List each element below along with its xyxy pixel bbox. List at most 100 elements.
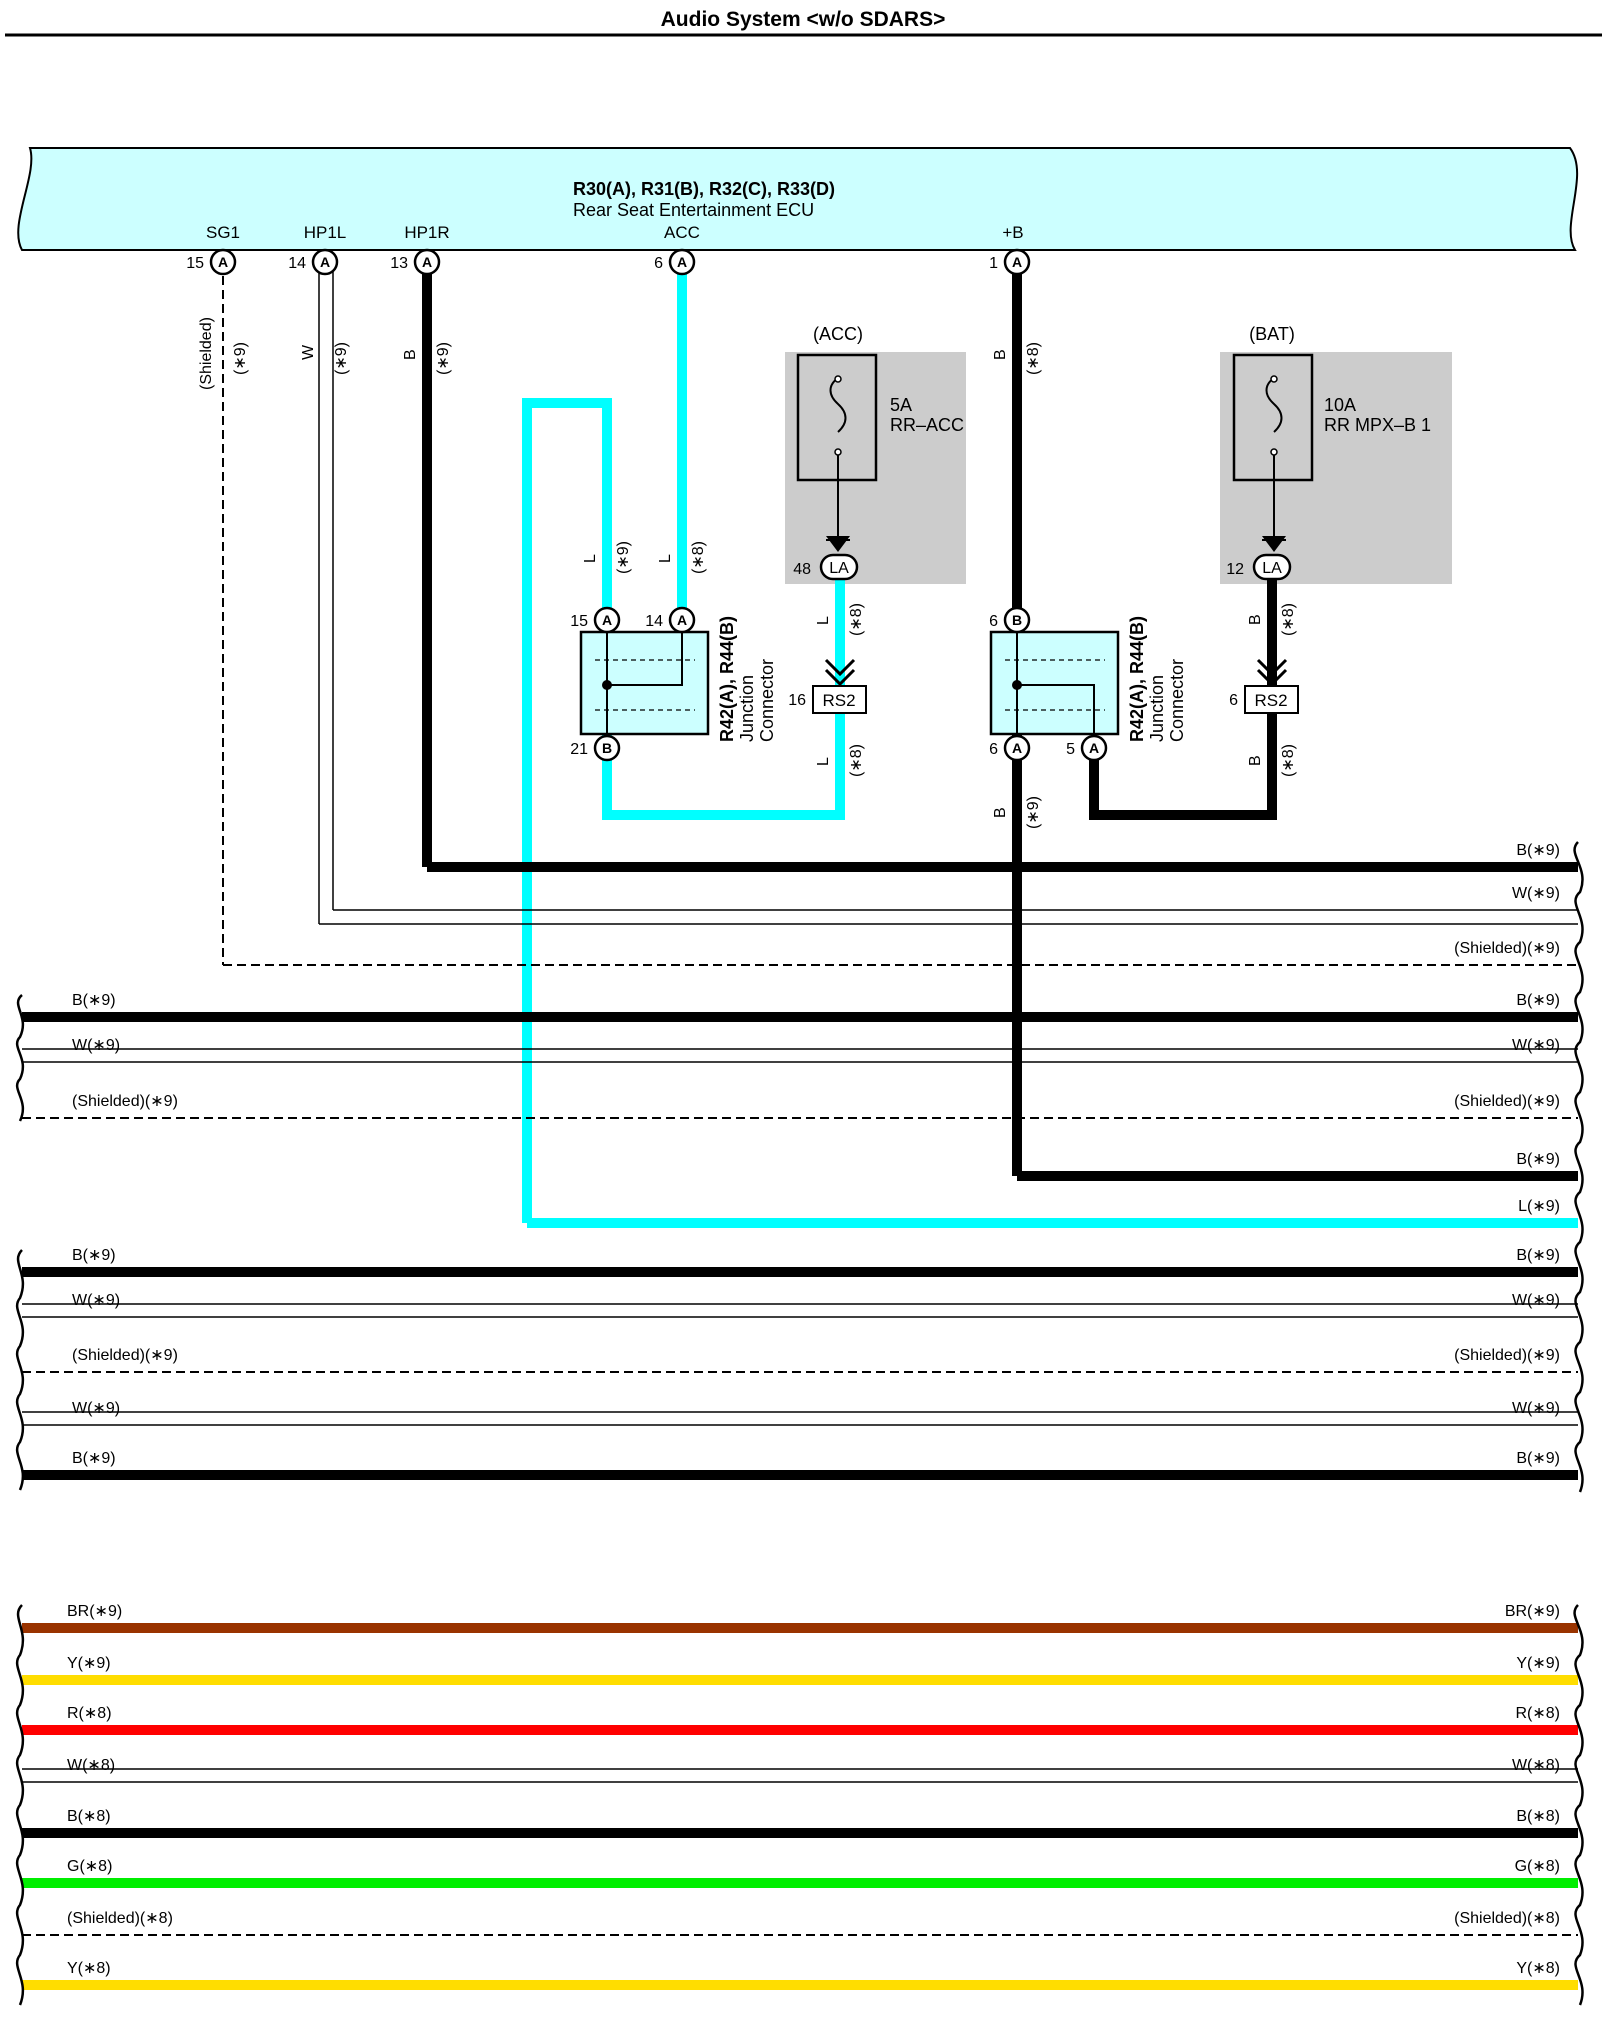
fuse-pin-pill xyxy=(819,553,859,581)
harness-break-left xyxy=(15,1604,25,2006)
fuse-box-bat xyxy=(1220,352,1452,584)
chevron-down-icon xyxy=(824,668,856,687)
bus-label-left: B(∗9) xyxy=(72,992,116,1009)
wire-note-label: (∗8) xyxy=(1280,603,1297,636)
bus-label-left: (Shielded)(∗9) xyxy=(72,1347,178,1364)
fuse-supply: (BAT) xyxy=(1249,324,1295,344)
fuse-pin-number: 48 xyxy=(793,561,811,578)
bundle-label-right: Y(∗9) xyxy=(1516,1655,1560,1672)
bundle-label-left: BR(∗9) xyxy=(67,1603,122,1620)
pin-circle xyxy=(1003,606,1031,634)
junction-line3: Connector xyxy=(1167,659,1187,742)
bundle-label-right: R(∗8) xyxy=(1515,1705,1560,1722)
bus-label-right: B(∗9) xyxy=(1516,842,1560,859)
ecu-pin-label: HP1L xyxy=(304,223,347,242)
junction-connector-2 xyxy=(989,630,1120,736)
chevron-down-icon xyxy=(1256,668,1288,687)
bundle-label-left: Y(∗8) xyxy=(67,1960,111,1977)
pin-connector: A xyxy=(677,254,687,270)
bundle-label-right: W(∗8) xyxy=(1512,1757,1560,1774)
junction-connector-1-label: R42(A), R44(B) Junction Connector xyxy=(717,616,777,742)
junction-line3: Connector xyxy=(757,659,777,742)
pin-number: 15 xyxy=(570,613,588,630)
relay-connector-2 xyxy=(1244,658,1299,714)
bus-label-right: W(∗9) xyxy=(1512,1037,1560,1054)
wire-color-label: B xyxy=(1247,614,1264,625)
fuse-pin-connector: LA xyxy=(1262,560,1282,577)
ecu-pin-label: HP1R xyxy=(404,223,449,242)
pin-connector: A xyxy=(320,254,330,270)
relay-box xyxy=(812,685,867,714)
fuse-pin-number: 12 xyxy=(1226,561,1244,578)
wire-note-label: (∗8) xyxy=(848,744,865,777)
pin-circle xyxy=(668,248,696,276)
wire-color-label: B xyxy=(992,349,1009,360)
pin-connector: A xyxy=(218,254,228,270)
ecu-block xyxy=(17,147,1579,251)
bus-label-right: B(∗9) xyxy=(1516,1151,1560,1168)
bus-wires: B(∗9) W(∗9) (Shielded)(∗9) B(∗9) B(∗9) W(∗9) W… xyxy=(15,841,1584,1493)
pin-connector: A xyxy=(422,254,432,270)
junction-line2: Junction xyxy=(1147,675,1167,742)
bus-label-left: W(∗9) xyxy=(72,1292,120,1309)
relay-connector-1 xyxy=(812,658,867,714)
pin-number: 1 xyxy=(989,255,998,272)
fuse-acc xyxy=(796,353,878,552)
pin-number: 5 xyxy=(1066,741,1075,758)
junction-connector-2-label: R42(A), R44(B) Junction Connector xyxy=(1127,616,1187,742)
pin-connector: A xyxy=(1089,740,1099,756)
relay-box xyxy=(1244,685,1299,714)
bundle-label-right: Y(∗8) xyxy=(1516,1960,1560,1977)
pin-circle xyxy=(209,248,237,276)
pin-connector: B xyxy=(602,740,612,756)
bundle-label-left: R(∗8) xyxy=(67,1705,112,1722)
fuse-rating: 5A xyxy=(890,395,912,415)
wire-note-label: (∗8) xyxy=(690,541,707,574)
pin-circle xyxy=(1003,734,1031,762)
bundle-label-right: (Shielded)(∗8) xyxy=(1454,1910,1560,1927)
fuse-name: RR–ACC xyxy=(890,415,964,435)
bus-label-right: W(∗9) xyxy=(1512,1292,1560,1309)
wire-color-label: L xyxy=(657,554,674,563)
junction-body xyxy=(989,630,1120,736)
fuse-element-icon xyxy=(1265,377,1283,433)
pin-number: 21 xyxy=(570,741,588,758)
wire-color-label: B xyxy=(402,349,419,360)
pin-circle xyxy=(1003,248,1031,276)
harness-break-right xyxy=(1573,1604,1584,2006)
wire-color-label: (Shielded) xyxy=(198,317,215,390)
wire-note-label: (∗9) xyxy=(232,342,249,375)
pin-connector: A xyxy=(1012,740,1022,756)
relay-pin-number: 16 xyxy=(788,692,806,709)
fuse-bat xyxy=(1232,353,1314,552)
ecu-name: R30(A), R31(B), R32(C), R33(D) xyxy=(573,179,835,199)
wire-note-label: (∗8) xyxy=(1025,342,1042,375)
pin-circle xyxy=(413,248,441,276)
bundle-label-left: (Shielded)(∗8) xyxy=(67,1910,173,1927)
pin-circle xyxy=(1080,734,1108,762)
fuse-supply: (ACC) xyxy=(813,324,863,344)
ecu-description: Rear Seat Entertainment ECU xyxy=(573,200,814,220)
pin-number: 6 xyxy=(989,741,998,758)
bundle-wires: BR(∗9)BR(∗9)Y(∗9)Y(∗9)R(∗8)R(∗8)W(∗8)W(∗… xyxy=(15,1603,1584,2006)
wire-note-label: (∗8) xyxy=(1280,744,1297,777)
wire-note-label: (∗9) xyxy=(333,342,350,375)
junction-body xyxy=(579,630,710,736)
bundle-label-right: BR(∗9) xyxy=(1505,1603,1560,1620)
pin-connector: A xyxy=(602,612,612,628)
wire-note-label: (∗8) xyxy=(848,603,865,636)
wire-note-label: (∗9) xyxy=(435,342,452,375)
bus-label-right: (Shielded)(∗9) xyxy=(1454,940,1560,957)
bundle-label-left: Y(∗9) xyxy=(67,1655,111,1672)
wire-color-label: B xyxy=(992,807,1009,818)
fuse-rating: 10A xyxy=(1324,395,1356,415)
pin-number: 13 xyxy=(390,255,408,272)
wire-color-label: L xyxy=(815,757,832,766)
wire-color-label: L xyxy=(582,554,599,563)
pin-connector: A xyxy=(1012,254,1022,270)
ecu-pin-label: +B xyxy=(1002,223,1023,242)
bus-label-right: (Shielded)(∗9) xyxy=(1454,1093,1560,1110)
harness-break-left xyxy=(15,994,25,1122)
pin-number: 15 xyxy=(186,255,204,272)
